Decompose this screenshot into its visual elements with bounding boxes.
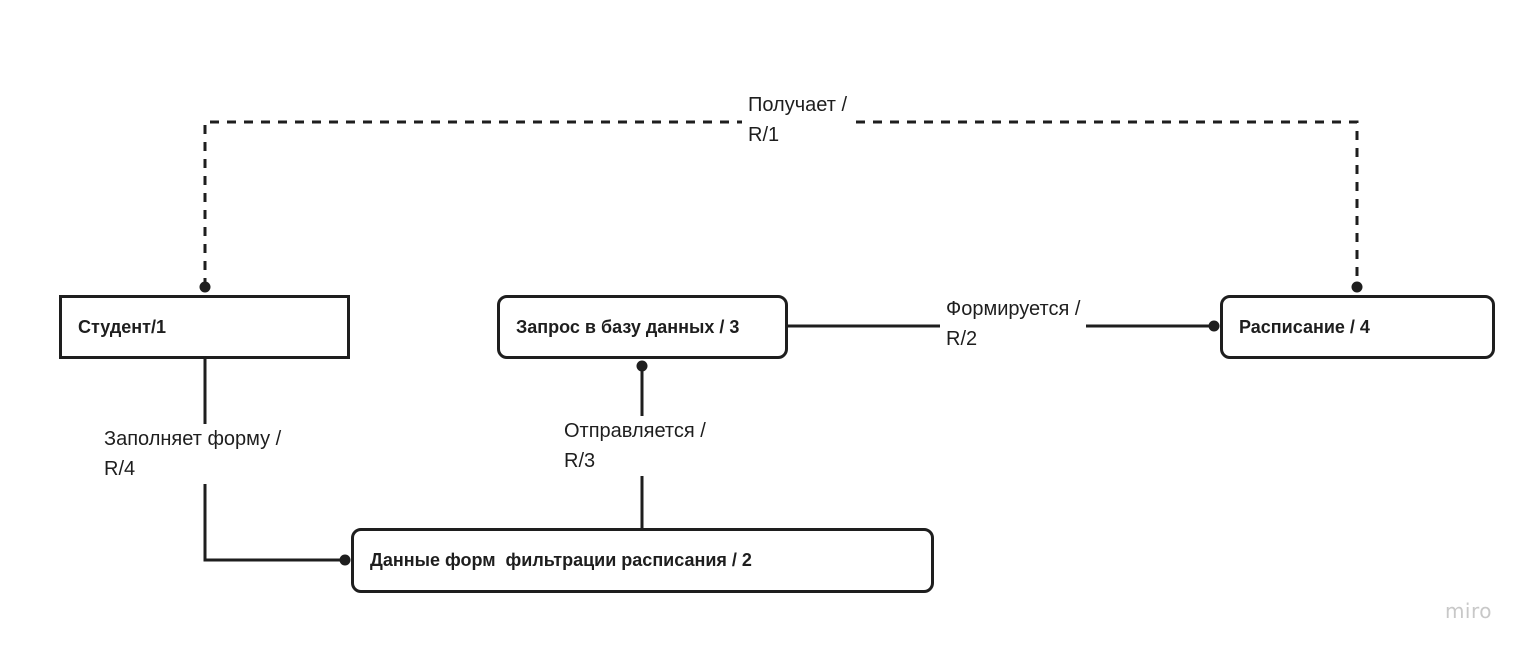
- edge-label-sent-line2: R/3: [564, 450, 596, 472]
- node-db-request[interactable]: Запрос в базу данных / 3: [497, 295, 788, 359]
- edge-fills-end-dot: [339, 554, 351, 566]
- edge-label-receives-line1: Получает /: [748, 94, 848, 116]
- edge-label-fills: Заполняет форму / R/4: [98, 424, 288, 484]
- node-filter-data[interactable]: Данные форм фильтрации расписания / 2: [351, 528, 934, 593]
- edge-receives[interactable]: [199, 120, 1363, 293]
- edge-label-fills-line1: Заполняет форму /: [104, 428, 282, 450]
- edge-label-formed-line2: R/2: [946, 328, 978, 350]
- edge-label-receives: Получает / R/1: [742, 90, 854, 150]
- edge-label-fills-line2: R/4: [104, 458, 136, 480]
- edge-formed-end-dot: [1208, 320, 1220, 332]
- node-student[interactable]: Студент/1: [59, 295, 350, 359]
- edge-label-receives-line2: R/1: [748, 124, 780, 146]
- edge-sent-end-dot: [636, 360, 648, 372]
- edge-label-formed: Формируется / R/2: [940, 294, 1087, 354]
- edge-receives-line: [203, 120, 1359, 287]
- node-schedule[interactable]: Расписание / 4: [1220, 295, 1495, 359]
- edge-label-sent-line1: Отправляется /: [564, 420, 706, 442]
- edge-receives-start-dot: [199, 281, 211, 293]
- edge-label-sent: Отправляется / R/3: [558, 416, 712, 476]
- edge-receives-end-dot: [1351, 281, 1363, 293]
- edge-label-formed-line1: Формируется /: [946, 298, 1081, 320]
- miro-watermark: miro: [1444, 599, 1492, 623]
